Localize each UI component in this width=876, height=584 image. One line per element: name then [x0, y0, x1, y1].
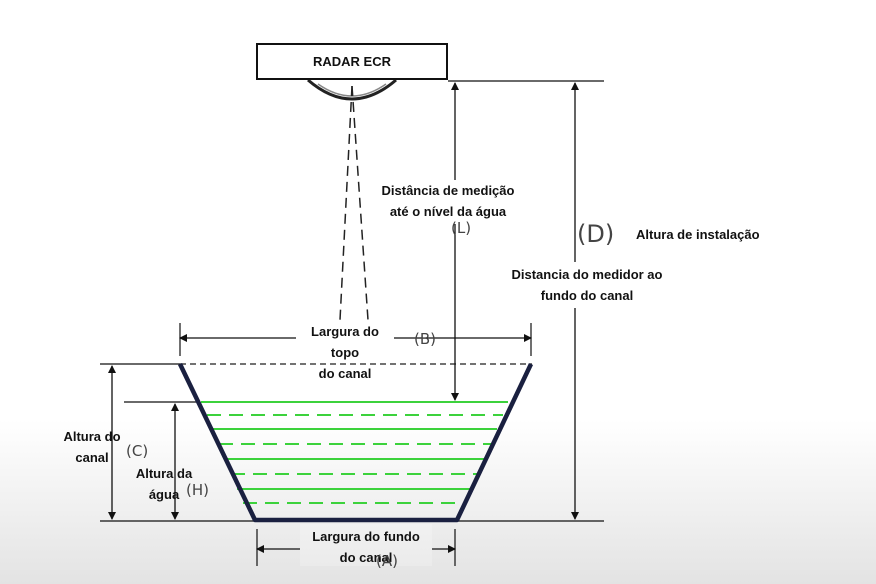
top-width-label: Largura do topo do canal [311, 324, 379, 381]
symbol-C: (C) [126, 442, 149, 460]
radar-label: RADAR ECR [313, 54, 391, 69]
symbol-B: (B) [414, 330, 436, 348]
meter-to-bottom-label: Distancia do medidor ao fundo do canal [511, 267, 663, 303]
radar-antenna [307, 78, 397, 101]
radar-device: RADAR ECR [256, 43, 448, 80]
water-height-label: Altura da água [135, 466, 193, 502]
symbol-D: (D) [577, 220, 615, 248]
water-lines [201, 401, 508, 504]
channel-height-label: Altura do canal [63, 429, 121, 465]
channel-walls [177, 363, 534, 523]
bottom-width-label: Largura do fundo do canal [312, 529, 420, 565]
measure-distance-label: Distância de medição até o nível da água [381, 183, 515, 219]
radar-beam-right [351, 85, 369, 321]
install-height-label: Altura de instalação [636, 227, 760, 242]
symbol-A: (A) [376, 552, 398, 570]
symbol-L: (L) [451, 219, 472, 237]
radar-beam-left [339, 85, 353, 321]
symbol-H: (H) [186, 481, 209, 499]
